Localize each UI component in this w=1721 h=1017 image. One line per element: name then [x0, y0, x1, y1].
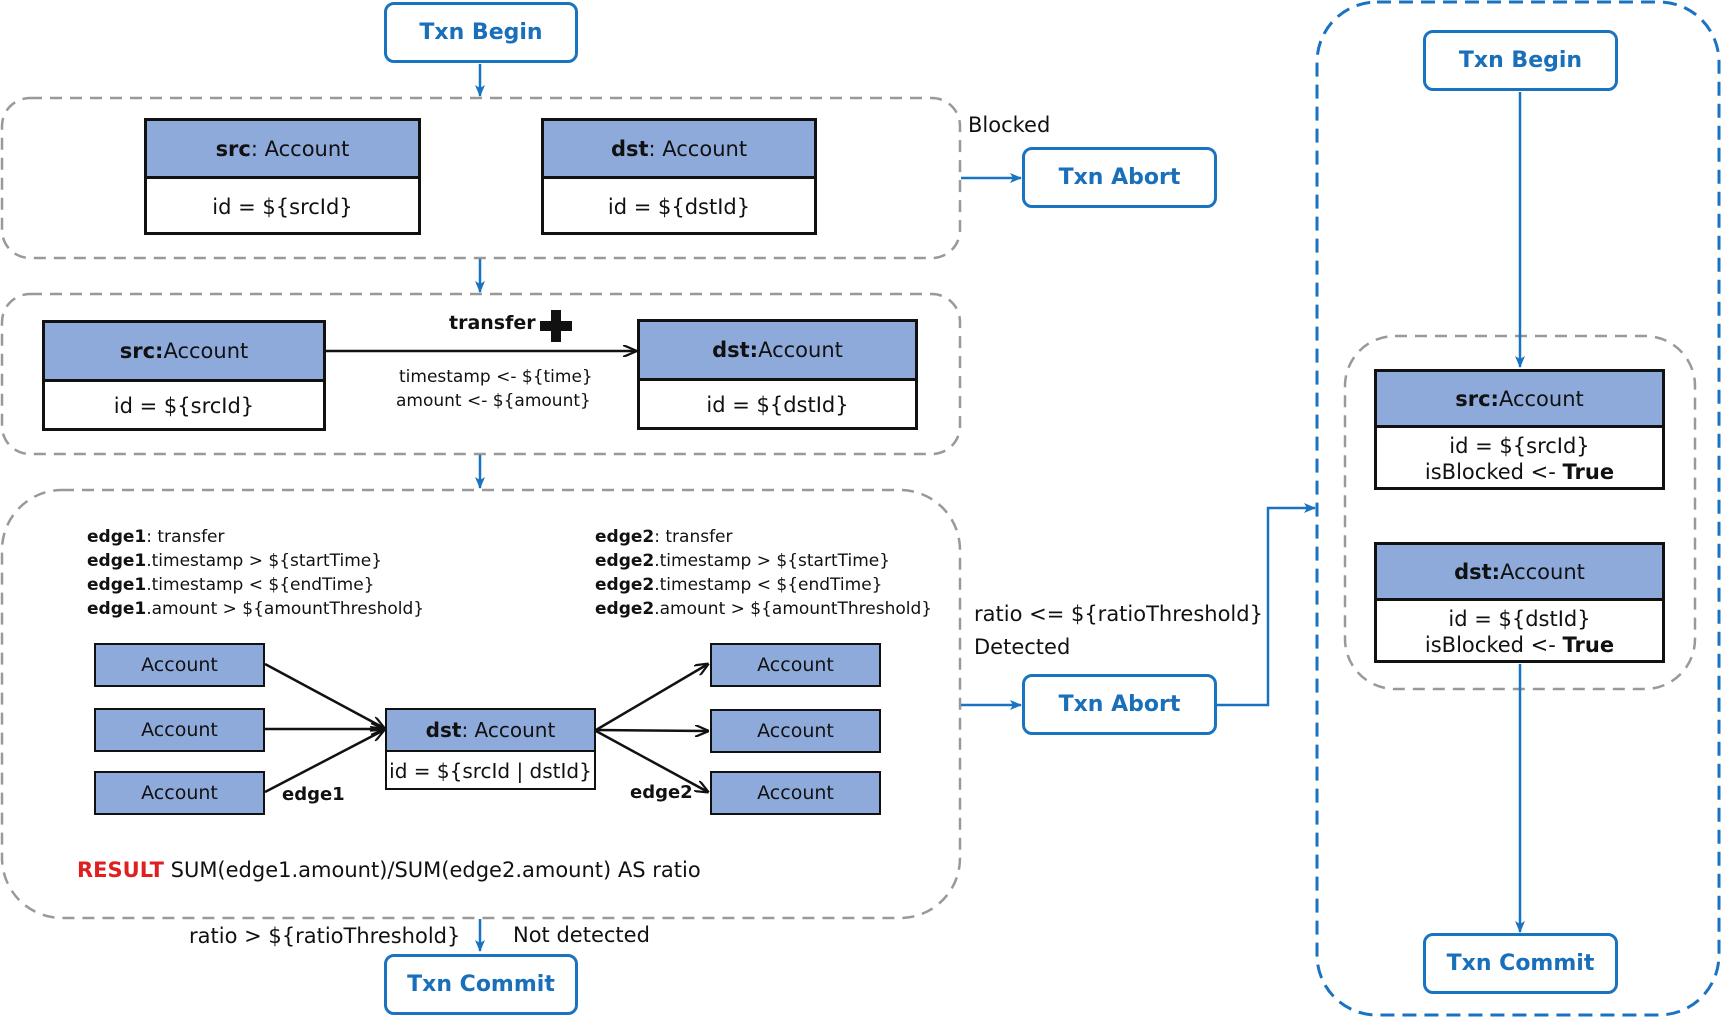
- step2-dst-node: dst: Account id = ${dstId}: [637, 319, 918, 430]
- right-outer-container: [1315, 0, 1721, 1017]
- right-dst-blocked: isBlocked <- True: [1424, 633, 1615, 657]
- step1-dst-header: dst: Account: [544, 121, 814, 179]
- target-account-node: Account: [710, 643, 881, 687]
- step2-dst-body: id = ${dstId}: [706, 393, 849, 418]
- step2-src-body: id = ${srcId}: [113, 394, 255, 419]
- transfer-edge-label: transfer: [449, 312, 536, 334]
- right-dst-body: id = ${dstId} isBlocked <- True: [1377, 601, 1662, 663]
- edge2-condition: edge2.timestamp > ${startTime}: [595, 551, 891, 571]
- source-account-node: Account: [94, 708, 265, 752]
- step3-center-node: dst: Account id = ${srcId | dstId}: [385, 708, 596, 790]
- step2-src-type: Account: [163, 339, 249, 363]
- edge2-label: edge2: [630, 782, 693, 803]
- result-keyword: RESULT: [77, 858, 164, 882]
- edge1-label: edge1: [282, 784, 345, 805]
- edge1-line-bottom: [264, 730, 384, 794]
- edge2-line-bottom: [595, 729, 708, 792]
- step3-center-body: id = ${srcId | dstId}: [389, 758, 592, 783]
- right-dst-header: dst: Account: [1377, 545, 1662, 601]
- step1-src-header: src: Account: [147, 121, 418, 179]
- edge1-line-top: [264, 662, 384, 728]
- step3-center-key: dst: [425, 718, 462, 742]
- step2-container: [0, 292, 962, 456]
- step1-src-body: id = ${srcId}: [212, 194, 353, 219]
- step3-center-type: : Account: [461, 718, 556, 742]
- right-src-id: id = ${srcId}: [1449, 433, 1590, 458]
- right-dst-id: id = ${dstId}: [1448, 606, 1591, 631]
- step1-src-type: : Account: [250, 136, 350, 161]
- edge1-conditions: edge1: transfer edge1.timestamp > ${star…: [87, 525, 424, 621]
- step1-src-key: src: [215, 136, 251, 161]
- txn-commit-left[interactable]: Txn Commit: [384, 954, 578, 1015]
- edge2-line-top: [595, 664, 708, 732]
- step1-dst-key: dst: [610, 136, 649, 161]
- blocked-label: Blocked: [968, 113, 1051, 137]
- edge2-condition: edge2.timestamp < ${endTime}: [595, 575, 883, 595]
- transfer-prop-timestamp: timestamp <- ${time}: [399, 367, 593, 387]
- right-src-blocked: isBlocked <- True: [1424, 460, 1615, 484]
- txn-abort-top[interactable]: Txn Abort: [1022, 147, 1217, 208]
- right-src-key: src:: [1455, 386, 1499, 411]
- right-src-body: id = ${srcId} isBlocked <- True: [1377, 428, 1662, 490]
- detected-label: Detected: [974, 635, 1071, 659]
- source-account-node: Account: [94, 643, 265, 687]
- txn-begin-right[interactable]: Txn Begin: [1423, 30, 1618, 91]
- step3-center-header: dst: Account: [387, 710, 594, 752]
- right-dst-type: Account: [1500, 559, 1585, 584]
- txn-commit-right[interactable]: Txn Commit: [1423, 933, 1618, 994]
- step2-dst-type: Account: [758, 338, 843, 362]
- edge2-condition: edge2.amount > ${amountThreshold}: [595, 599, 933, 619]
- edge2-condition: edge2: transfer: [595, 527, 733, 547]
- detected-condition: ratio <= ${ratioThreshold}: [974, 602, 1263, 626]
- step1-container: [0, 96, 962, 260]
- step2-src-header: src: Account: [45, 323, 323, 382]
- arrow-abort-to-right-panel: [1217, 503, 1316, 707]
- result-expression: SUM(edge1.amount)/SUM(edge2.amount) AS r…: [163, 858, 701, 882]
- step1-dst-body: id = ${dstId}: [607, 194, 751, 219]
- right-src-header: src: Account: [1377, 372, 1662, 428]
- step2-dst-header: dst: Account: [640, 322, 915, 381]
- edge2-line-mid: [595, 730, 708, 731]
- step1-src-node: src: Account id = ${srcId}: [144, 118, 421, 235]
- source-account-node: Account: [94, 771, 265, 815]
- transfer-prop-amount: amount <- ${amount}: [396, 391, 591, 411]
- step2-src-key: src:: [119, 339, 164, 363]
- txn-begin-left[interactable]: Txn Begin: [384, 2, 578, 63]
- not-detected-label: Not detected: [513, 923, 650, 947]
- step2-dst-key: dst:: [712, 338, 759, 362]
- edge1-condition: edge1.timestamp > ${startTime}: [87, 551, 383, 571]
- target-account-node: Account: [710, 709, 881, 753]
- plus-icon: [540, 310, 572, 342]
- txn-abort-bottom[interactable]: Txn Abort: [1022, 674, 1217, 735]
- right-dst-node: dst: Account id = ${dstId} isBlocked <- …: [1374, 542, 1665, 663]
- edge1-condition: edge1.timestamp < ${endTime}: [87, 575, 375, 595]
- edge1-condition: edge1.amount > ${amountThreshold}: [87, 599, 425, 619]
- step3-container: [0, 488, 962, 920]
- step2-src-node: src: Account id = ${srcId}: [42, 320, 326, 431]
- edge2-conditions: edge2: transfer edge2.timestamp > ${star…: [595, 525, 932, 621]
- right-dst-key: dst:: [1454, 559, 1501, 584]
- right-src-type: Account: [1498, 386, 1584, 411]
- step1-dst-node: dst: Account id = ${dstId}: [541, 118, 817, 235]
- not-detected-condition: ratio > ${ratioThreshold}: [189, 924, 461, 948]
- target-account-node: Account: [710, 771, 881, 815]
- right-src-node: src: Account id = ${srcId} isBlocked <- …: [1374, 369, 1665, 490]
- result-statement: RESULT SUM(edge1.amount)/SUM(edge2.amoun…: [77, 858, 701, 882]
- edge1-condition: edge1: transfer: [87, 527, 225, 547]
- step1-dst-type: : Account: [648, 136, 748, 161]
